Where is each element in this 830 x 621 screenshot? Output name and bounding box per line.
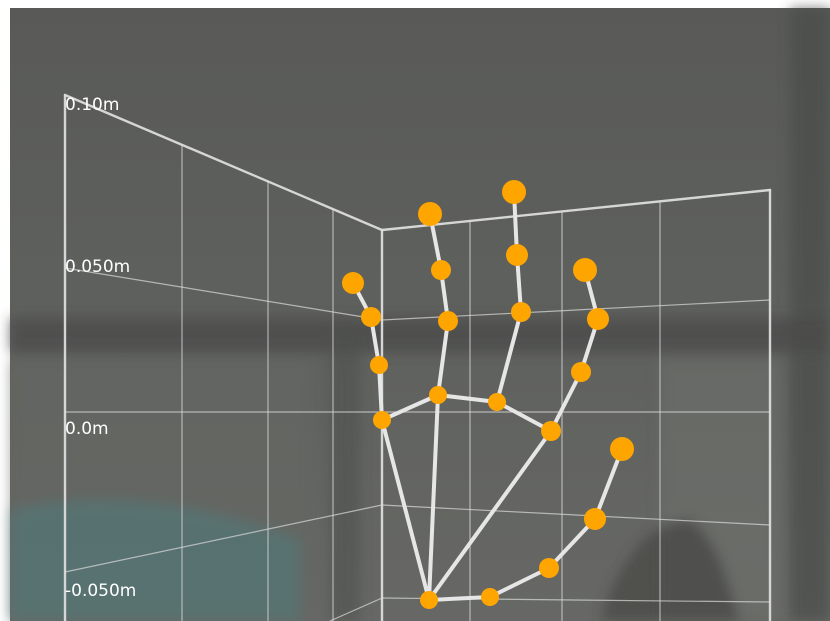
hand-bone [495, 310, 523, 404]
landmark-thumb-ip [584, 508, 606, 530]
hand-bone [380, 393, 440, 422]
hand-bone [495, 400, 553, 433]
landmark-middle-dip [506, 244, 528, 266]
hand-bone [549, 370, 583, 433]
landmark-ring-tip [573, 258, 597, 282]
hand-skeleton [351, 190, 624, 602]
landmark-pinky-mcp [373, 411, 391, 429]
landmark-middle-tip [502, 180, 526, 204]
grid-right-top-edge [380, 188, 772, 232]
landmark-thumb-mcp [539, 558, 559, 578]
background-blur-shapes [10, 8, 830, 621]
hand-bone [436, 319, 450, 397]
axis-label-top: 0.10m [65, 95, 119, 115]
hand-landmarks [342, 180, 634, 609]
grid-left-row [64, 267, 383, 321]
hand-bone [427, 595, 492, 602]
landmark-index-mcp [429, 386, 447, 404]
hand-bone [593, 447, 624, 521]
landmark-ring-pip [571, 362, 591, 382]
dark-object [600, 520, 740, 621]
hand-bone [547, 517, 597, 570]
landmark-index-dip [431, 260, 451, 280]
teal-object [10, 500, 300, 621]
grid-left-row [64, 504, 383, 573]
hand-bone [436, 393, 499, 404]
landmark-ring-mcp [541, 421, 561, 441]
landmark-middle-mcp [488, 393, 506, 411]
axis-labels: 0.10m 0.050m 0.0m -0.050m [65, 95, 136, 601]
landmark-index-pip [438, 311, 458, 331]
landmark-wrist [420, 591, 438, 609]
grid-right-row [381, 504, 771, 526]
landmark-pinky-tip [342, 272, 364, 294]
hand-bone [377, 363, 384, 422]
landmark-ring-dip [587, 308, 609, 330]
camera-background [10, 8, 830, 621]
grid-3d [63, 93, 772, 621]
hand-bone [488, 566, 551, 599]
grid-floor-line [329, 597, 383, 621]
hand-bone [380, 418, 431, 602]
hand-bone [427, 393, 440, 602]
hand-bone [427, 429, 553, 602]
window-frame-mid [330, 330, 360, 621]
landmark-middle-pip [511, 302, 531, 322]
window-frame-top [10, 318, 830, 352]
axis-label-lower: -0.050m [65, 581, 136, 601]
landmark-index-tip [418, 202, 442, 226]
axis-label-upper: 0.050m [65, 257, 130, 277]
axis-label-zero: 0.0m [65, 419, 109, 439]
landmark-thumb-tip [610, 437, 634, 461]
landmark-pinky-pip [370, 356, 388, 374]
landmark-pinky-dip [361, 307, 381, 327]
landmark-thumb-cmc [481, 588, 499, 606]
grid-left-top-edge [63, 93, 384, 232]
window-frame-right [790, 8, 830, 621]
